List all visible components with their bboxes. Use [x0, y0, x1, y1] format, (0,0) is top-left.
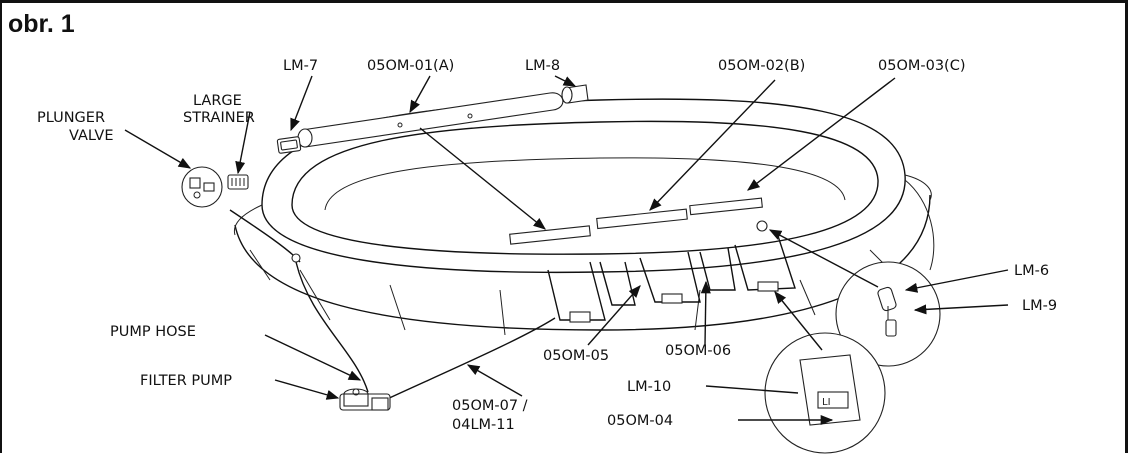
label-05om-06: 05OM-06 [665, 343, 731, 359]
label-lm8: LM-8 [525, 58, 560, 74]
plunger-valve-detail [181, 166, 223, 208]
lm10-om04-detail: LI [764, 332, 886, 454]
top-rail-pieces [509, 197, 763, 245]
label-05om-03c: 05OM-03(C) [878, 58, 966, 74]
label-lm10: LM-10 [627, 379, 671, 395]
svg-text:LI: LI [822, 397, 831, 408]
label-05om-04: 05OM-04 [607, 413, 673, 429]
callout-labels: LM-7 05OM-01(A) LM-8 05OM-02(B) 05OM-03(… [37, 58, 1057, 433]
label-pump-hose: PUMP HOSE [110, 324, 196, 340]
label-04lm-11: 04LM-11 [452, 417, 515, 433]
lm6-fitting [756, 220, 768, 232]
label-strainer: STRAINER [183, 110, 255, 126]
figure-title: obr. 1 [8, 10, 75, 38]
label-05om-07: 05OM-07 / [452, 398, 528, 414]
label-plunger: PLUNGER [37, 110, 105, 126]
label-05om-02b: 05OM-02(B) [718, 58, 805, 74]
label-05om-01a: 05OM-01(A) [367, 58, 454, 74]
pool-leg-supports [547, 235, 796, 323]
cap-lm8 [561, 84, 589, 104]
label-valve: VALVE [69, 128, 113, 144]
label-05om-05: 05OM-05 [543, 348, 609, 364]
label-filter-pump: FILTER PUMP [140, 373, 232, 389]
long-rail-05OM-01A [297, 92, 564, 148]
end-cap-lm7 [276, 136, 302, 154]
large-strainer [227, 174, 249, 190]
label-lm9: LM-9 [1022, 298, 1057, 314]
label-lm7: LM-7 [283, 58, 318, 74]
label-lm6: LM-6 [1014, 263, 1049, 279]
label-large: LARGE [193, 93, 242, 109]
hoses [229, 179, 935, 401]
filter-pump [339, 388, 391, 411]
leader-lines [124, 75, 1009, 426]
